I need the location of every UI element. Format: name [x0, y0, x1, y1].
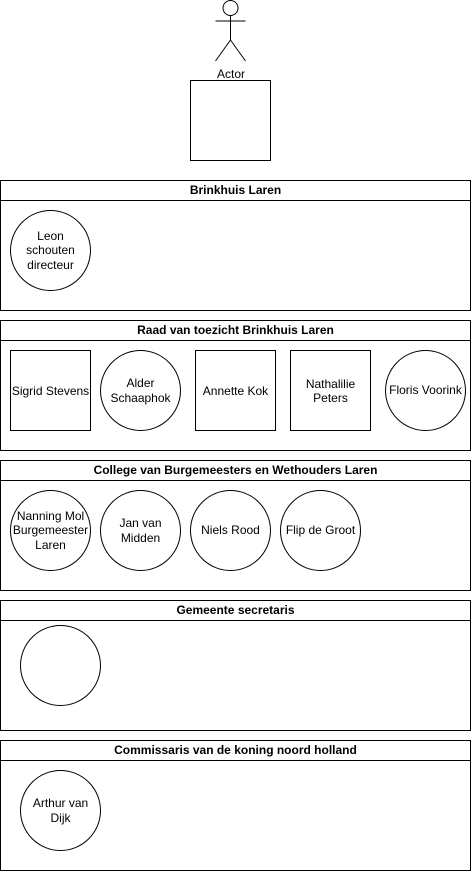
pool-title: Raad van toezicht Brinkhuis Laren [1, 321, 470, 341]
pool-body: Arthur van Dijk [1, 761, 470, 870]
pool-title: Commissaris van de koning noord holland [1, 741, 470, 761]
pool-title: Gemeente secretaris [1, 601, 470, 621]
member-square[interactable]: Annette Kok [195, 350, 276, 431]
member-circle[interactable]: Nanning Mol Burgemeester Laren [10, 490, 91, 571]
pool-college-bw[interactable]: College van Burgemeesters en Wethouders … [0, 460, 471, 591]
member-circle[interactable]: Arthur van Dijk [20, 770, 101, 851]
member-square[interactable]: Sigrid Stevens [10, 350, 91, 431]
member-circle[interactable]: Alder Schaaphok [100, 350, 181, 431]
pool-body: Sigrid Stevens Alder Schaaphok Annette K… [1, 341, 470, 450]
pool-gemeente-secretaris[interactable]: Gemeente secretaris [0, 600, 471, 731]
pool-commissaris[interactable]: Commissaris van de koning noord holland … [0, 740, 471, 871]
actor-label: Actor [216, 67, 245, 81]
empty-box[interactable] [190, 80, 271, 161]
member-circle[interactable]: Flip de Groot [280, 490, 361, 571]
member-circle[interactable]: Leon schouten directeur [10, 210, 91, 291]
pool-raad-van-toezicht[interactable]: Raad van toezicht Brinkhuis Laren Sigrid… [0, 320, 471, 451]
member-square[interactable]: Nathalilie Peters [290, 350, 371, 431]
pool-body: Leon schouten directeur [1, 201, 470, 310]
pool-body: Nanning Mol Burgemeester Laren Jan van M… [1, 481, 470, 590]
pool-title: Brinkhuis Laren [1, 181, 470, 201]
member-circle[interactable] [20, 625, 101, 706]
actor-icon[interactable] [215, 0, 246, 62]
pool-brinkhuis-laren[interactable]: Brinkhuis Laren Leon schouten directeur [0, 180, 471, 311]
pool-title: College van Burgemeesters en Wethouders … [1, 461, 470, 481]
member-circle[interactable]: Niels Rood [190, 490, 271, 571]
member-circle[interactable]: Floris Voorink [385, 350, 466, 431]
member-circle[interactable]: Jan van Midden [100, 490, 181, 571]
pool-body [1, 621, 470, 730]
